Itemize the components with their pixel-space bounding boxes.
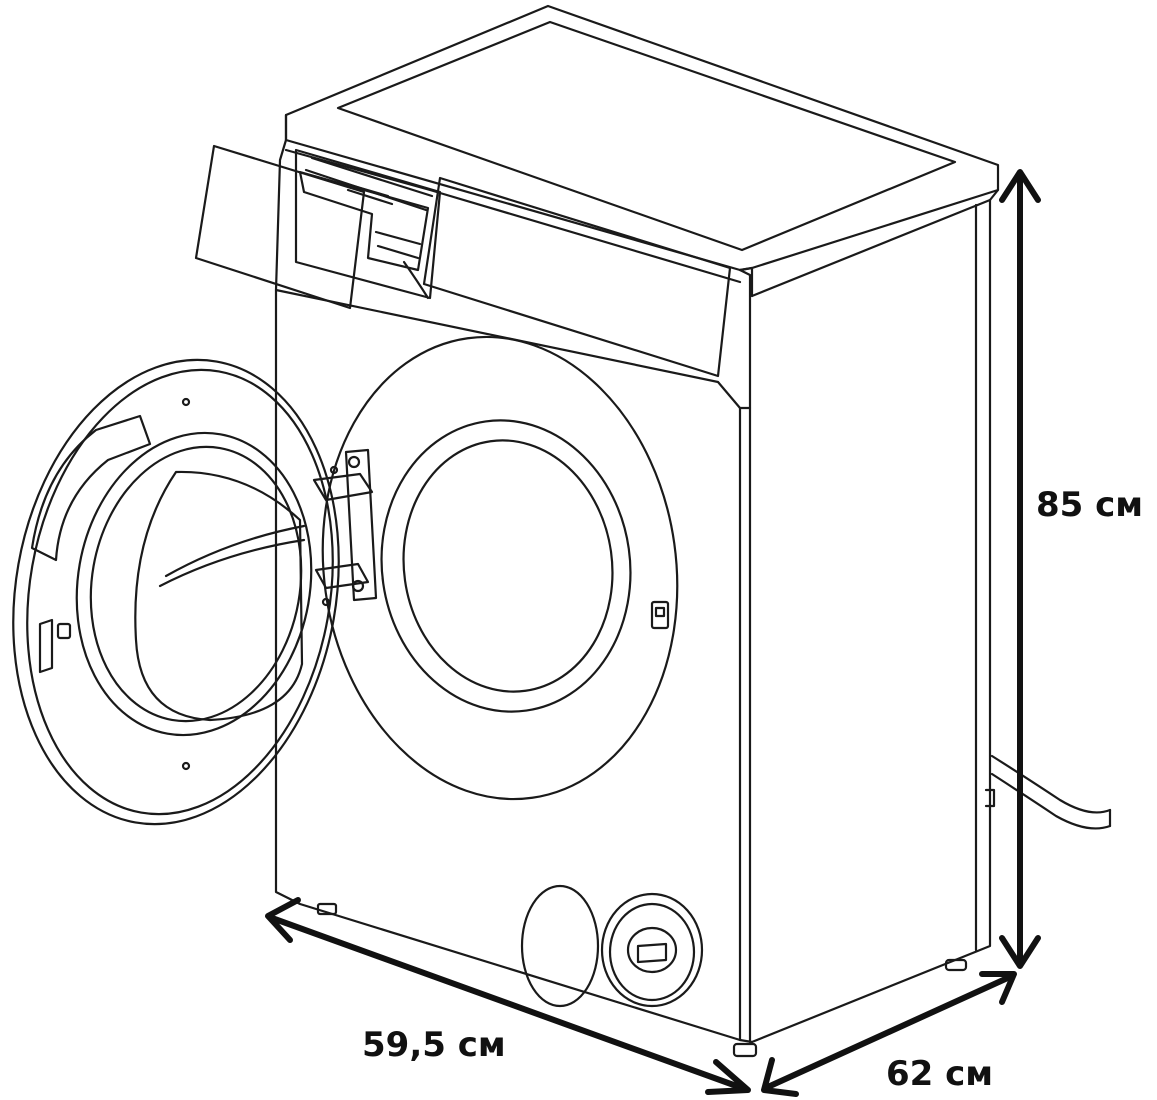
width-dimension-label: 59,5 см [362, 1025, 506, 1065]
width-arrowhead-right [705, 1059, 751, 1095]
dimension-arrows [265, 169, 1041, 1097]
side-panel [750, 198, 992, 1044]
width-arrowhead-left [265, 897, 301, 943]
door-hinge-bottom [314, 562, 370, 590]
drain-hose [990, 754, 1112, 814]
depth-arrowhead-right [979, 971, 1017, 1005]
door-latch [38, 618, 54, 674]
service-flap [520, 884, 600, 1008]
machine-door [12, 358, 378, 826]
width-arrow [269, 915, 745, 1091]
filter-cover [600, 892, 704, 1008]
door-hinge-top [312, 472, 374, 502]
drum-opening [321, 335, 679, 801]
height-dimension-label: 85 см [1036, 485, 1144, 525]
depth-arrowhead-left [761, 1057, 799, 1097]
door-glass [134, 470, 304, 722]
service-panels [520, 884, 704, 1008]
door-outer-ring [12, 358, 340, 826]
depth-arrow [767, 973, 1015, 1089]
drawer-flap [194, 144, 366, 310]
door-lock [650, 600, 670, 630]
top-lid-inset [336, 20, 957, 252]
door-inner-ring [75, 431, 313, 737]
height-arrowhead-top [999, 169, 1041, 203]
machine-cabinet [194, 4, 1112, 1058]
detergent-drawer [298, 170, 430, 272]
height-arrowhead-bottom [999, 935, 1041, 969]
foot-right [944, 958, 968, 972]
control-panel [274, 138, 752, 410]
front-panel [274, 288, 754, 1044]
foot-front [732, 1042, 758, 1058]
depth-dimension-label: 62 см [886, 1054, 994, 1094]
top-lid [284, 4, 1000, 272]
door-handle [30, 414, 152, 562]
foot-left [316, 902, 338, 916]
drawer-opening [294, 148, 442, 300]
control-display [422, 176, 732, 378]
